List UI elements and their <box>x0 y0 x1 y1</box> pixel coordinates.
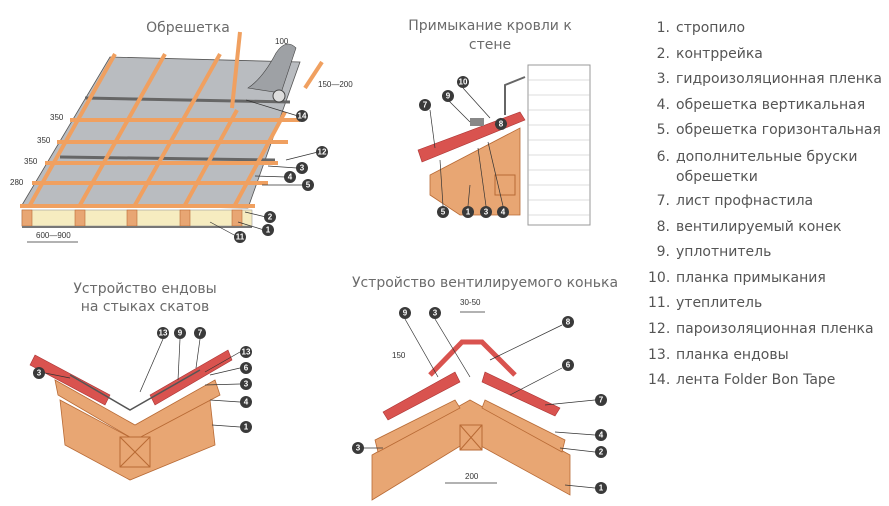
dim: 350 <box>24 157 38 166</box>
wall-junction-diagram: Примыкание кровли к стене 10 9 7 8 5 1 3… <box>408 18 591 226</box>
legend-item: 10.планка примыкания <box>648 269 826 286</box>
dim: 350 <box>50 113 64 122</box>
valley-diagram: Устройство ендовы на стыках скатов 13 9 … <box>29 281 252 481</box>
svg-text:12: 12 <box>318 148 327 157</box>
svg-text:8: 8 <box>499 120 504 129</box>
lathing-title: Обрешетка <box>146 20 230 36</box>
legend-item: 5.обрешетка горизонтальная <box>656 122 881 139</box>
svg-text:1: 1 <box>466 208 471 217</box>
ridge-cap <box>428 339 517 377</box>
svg-text:8: 8 <box>566 318 571 327</box>
legend-item: 12.пароизоляционная пленка <box>648 320 874 337</box>
callout-badges: 13 9 7 13 6 3 4 1 3 <box>33 327 252 433</box>
svg-text:7: 7 <box>599 396 604 405</box>
ridge-diagram: Устройство вентилируемого конька 30-50 1… <box>352 275 618 501</box>
dim: 350 <box>37 136 51 145</box>
roof-diagrams: Обрешетка 100 150—200 350 350 350 280 60… <box>10 18 618 501</box>
svg-text:6: 6 <box>244 364 249 373</box>
svg-text:3: 3 <box>484 208 489 217</box>
valley-title-line2: на стыках скатов <box>81 299 210 315</box>
svg-text:14: 14 <box>298 112 307 121</box>
wall-junction-title-line1: Примыкание кровли к <box>408 18 572 34</box>
legend-item: 13.планка ендовы <box>648 346 789 363</box>
svg-text:6: 6 <box>566 361 571 370</box>
legend-item: 2.контррейка <box>656 45 763 62</box>
wall-junction-title-line2: стене <box>469 37 511 53</box>
roof-sheet <box>382 371 461 421</box>
rafter <box>371 399 571 501</box>
dim: 600—900 <box>36 231 71 240</box>
svg-text:9: 9 <box>446 92 451 101</box>
svg-text:1: 1 <box>266 226 271 235</box>
svg-text:13: 13 <box>159 329 168 338</box>
legend-item: 4.обрешетка вертикальная <box>656 96 866 113</box>
legend-item: 11.утеплитель <box>648 295 763 312</box>
svg-text:5: 5 <box>441 208 446 217</box>
svg-text:13: 13 <box>242 348 251 357</box>
svg-text:2: 2 <box>599 448 604 457</box>
dim: 200 <box>465 472 479 481</box>
roof-sheet <box>29 354 111 406</box>
dim: 150 <box>392 351 406 360</box>
svg-text:4: 4 <box>501 208 506 217</box>
svg-text:10: 10 <box>459 78 468 87</box>
legend-item: 14.лента Folder Bon Tape <box>648 372 836 389</box>
legend-item: 3.гидроизоляционная пленка <box>656 71 882 88</box>
legend-item: 1.стропило <box>656 20 746 36</box>
dim: 280 <box>10 178 24 187</box>
svg-text:9: 9 <box>178 329 183 338</box>
svg-text:3: 3 <box>433 309 438 318</box>
legend-item: 7.лист профнастила <box>656 192 814 209</box>
svg-text:11: 11 <box>236 233 245 242</box>
dim: 150—200 <box>318 80 353 89</box>
brick-wall <box>527 64 591 226</box>
svg-text:4: 4 <box>244 398 249 407</box>
lathing-diagram: Обрешетка 100 150—200 350 350 350 280 60… <box>10 20 353 243</box>
svg-text:1: 1 <box>599 484 604 493</box>
svg-text:5: 5 <box>306 181 311 190</box>
svg-text:3: 3 <box>37 369 42 378</box>
valley-title-line1: Устройство ендовы <box>73 281 216 297</box>
ridge-title: Устройство вентилируемого конька <box>352 275 618 291</box>
svg-text:4: 4 <box>599 431 604 440</box>
dim: 100 <box>275 37 289 46</box>
svg-text:2: 2 <box>268 213 273 222</box>
callout-badges: 14 12 3 4 5 2 1 11 <box>234 110 328 243</box>
legend-item: 8.вентилируемый конек <box>656 218 842 235</box>
dim: 30-50 <box>460 298 481 307</box>
svg-text:7: 7 <box>198 329 203 338</box>
callout-badges: 9 3 8 6 7 4 2 1 3 <box>352 307 607 494</box>
svg-text:3: 3 <box>356 444 361 453</box>
svg-text:3: 3 <box>244 380 249 389</box>
svg-text:3: 3 <box>300 164 305 173</box>
callout-badges: 10 9 7 8 5 1 3 4 <box>419 76 509 218</box>
svg-text:4: 4 <box>288 173 293 182</box>
legend: 1.стропило 2.контррейка 3.гидроизоляцион… <box>648 16 888 394</box>
svg-text:1: 1 <box>244 423 249 432</box>
svg-text:9: 9 <box>403 309 408 318</box>
legend-item: 9.уплотнитель <box>656 244 772 261</box>
svg-text:7: 7 <box>423 101 428 110</box>
